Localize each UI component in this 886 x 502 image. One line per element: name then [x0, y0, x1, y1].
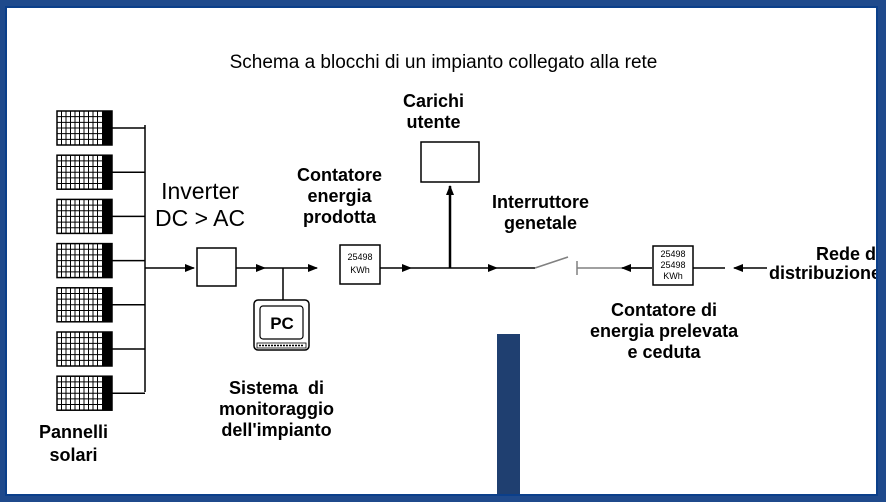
grid-meter-reading-1: 25498	[660, 249, 685, 259]
production-meter-label: Contatore energia prodotta	[297, 165, 382, 228]
diagram-title: Schema a blocchi di un impianto collegat…	[229, 52, 658, 73]
grid-meter-label: Contatore di energia prelevata e ceduta	[590, 300, 738, 363]
user-load-label-line-1: Carichi	[403, 91, 465, 111]
grid-label-line-1: Rede di	[815, 244, 878, 264]
inverter-box	[196, 247, 237, 287]
solar-panel	[56, 198, 145, 235]
grid-label-line-2: distribuzione	[769, 263, 878, 283]
inverter-label-line-2: DC > AC	[155, 205, 246, 231]
pc-monitor-icon	[253, 299, 310, 351]
grid-meter-box	[652, 245, 694, 286]
main-switch-label: Interruttore genetale	[492, 192, 589, 234]
inverter-label: Inverter DC > AC	[155, 178, 245, 232]
solar-panels-label: Pannelli solari	[39, 421, 108, 467]
grid-label: Rede di distribuzione	[769, 244, 878, 283]
grid-meter-reading-2: 25498	[660, 260, 685, 270]
production-meter-label-line-3: prodotta	[303, 207, 376, 227]
blue-bar	[497, 334, 520, 494]
main-switch-label-line-2: genetale	[503, 213, 578, 233]
solar-panels-label-line-2: solari	[49, 445, 98, 465]
solar-panels-label-line-1: Pannelli	[39, 422, 109, 442]
production-meter-reading: 25498	[347, 252, 372, 262]
production-meter-box	[339, 244, 381, 285]
inverter-label-line-1: Inverter	[161, 178, 240, 204]
grid-meter-label-line-3: e ceduta	[627, 342, 701, 362]
solar-panel	[56, 154, 145, 190]
main-switch-blade	[534, 256, 569, 269]
monitoring-label-line-1: Sistema di	[228, 378, 325, 398]
solar-panel	[56, 375, 145, 411]
solar-panel	[56, 110, 145, 146]
user-load-label-line-2: utente	[406, 112, 461, 132]
monitoring-label-line-3: dell'impianto	[221, 420, 332, 440]
grid-meter-unit: KWh	[663, 271, 683, 281]
user-load-label: Carichi utente	[403, 91, 464, 133]
monitoring-label-line-2: monitoraggio	[219, 399, 334, 419]
grid-meter-label-line-2: energia prelevata	[590, 321, 739, 341]
pc-label: PC	[270, 314, 294, 333]
production-meter-unit: KWh	[350, 265, 370, 275]
production-meter-label-line-1: Contatore	[297, 165, 382, 185]
production-meter-label-line-2: energia	[307, 186, 372, 206]
diagram-canvas: 25498 KWh 25498 25498 KWh PC	[56, 110, 767, 411]
solar-panel-array	[56, 110, 145, 411]
monitoring-label: Sistema di monitoraggio dell'impianto	[219, 378, 334, 441]
user-load-box	[420, 141, 480, 183]
main-switch-label-line-1: Interruttore	[492, 192, 590, 212]
solar-panel	[56, 331, 145, 367]
diagram-frame: Schema a blocchi di un impianto collegat…	[5, 6, 878, 496]
solar-panel	[56, 287, 145, 323]
solar-panel	[56, 242, 145, 279]
grid-meter-label-line-1: Contatore di	[611, 300, 718, 320]
